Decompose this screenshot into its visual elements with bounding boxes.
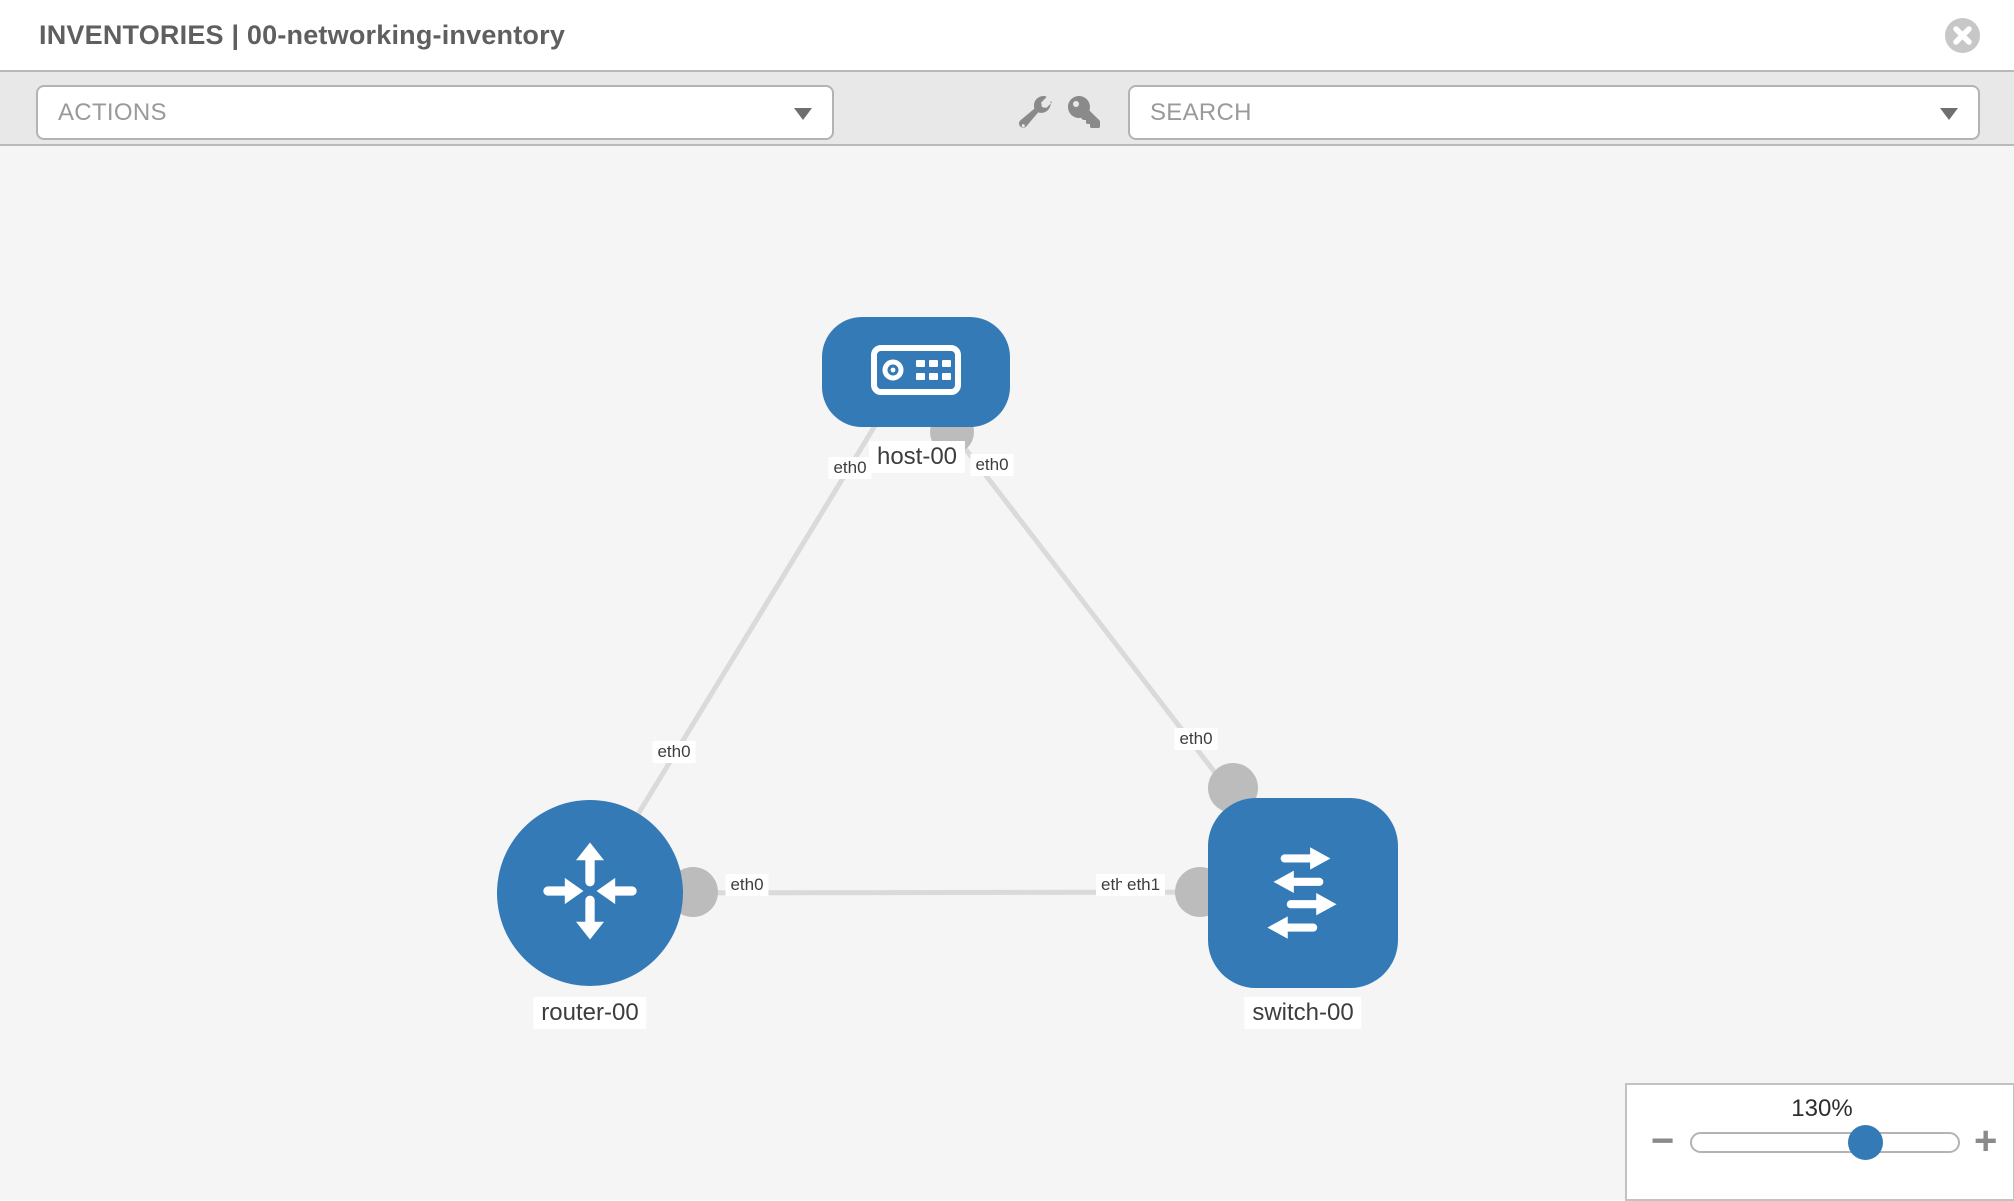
close-button[interactable]	[1944, 17, 1981, 54]
router-arrows-icon	[534, 835, 646, 952]
iface-label: eth0	[828, 457, 872, 479]
node-label-host: host-00	[868, 441, 966, 473]
zoom-slider-thumb[interactable]	[1848, 1125, 1883, 1160]
configure-button[interactable]	[1018, 96, 1055, 134]
topology-canvas[interactable]: eth0 eth0 eth0 eth0 eth0 eth0 eth1 host-…	[0, 146, 2014, 1200]
node-label-router: router-00	[533, 997, 647, 1029]
actions-dropdown[interactable]: ACTIONS	[36, 85, 834, 140]
node-switch-00[interactable]	[1208, 798, 1398, 988]
search-dropdown[interactable]: SEARCH	[1128, 85, 1980, 140]
credentials-button[interactable]	[1068, 96, 1104, 132]
switch-arrows-icon	[1242, 830, 1364, 957]
key-icon	[1068, 96, 1100, 132]
chevron-down-icon	[1940, 108, 1958, 120]
topology-links-layer	[587, 399, 1304, 917]
zoom-out-button[interactable]: −	[1651, 1119, 1675, 1163]
zoom-panel: 130% − +	[1625, 1083, 2014, 1201]
node-label-switch: switch-00	[1244, 997, 1362, 1029]
page-header: INVENTORIES | 00-networking-inventory	[0, 0, 2014, 70]
node-router-00[interactable]	[497, 800, 683, 986]
close-icon	[1944, 18, 1981, 58]
actions-dropdown-label: ACTIONS	[58, 98, 167, 126]
chevron-down-icon	[794, 108, 812, 120]
zoom-slider-track[interactable]	[1690, 1132, 1960, 1153]
iface-label: eth0	[652, 741, 696, 763]
iface-label: eth0	[970, 454, 1014, 476]
wrench-icon	[1018, 96, 1053, 134]
node-host-00[interactable]	[822, 317, 1010, 427]
search-dropdown-label: SEARCH	[1150, 98, 1252, 126]
host-server-icon	[856, 334, 976, 411]
zoom-in-button[interactable]: +	[1974, 1119, 1998, 1163]
toolbar: ACTIONS SEARCH	[0, 70, 2014, 146]
iface-label: eth0	[725, 874, 769, 896]
iface-label: eth1	[1122, 874, 1166, 896]
zoom-level-value: 130%	[1791, 1095, 1853, 1122]
link-host-router[interactable]	[587, 399, 893, 895]
page-title: INVENTORIES | 00-networking-inventory	[39, 20, 566, 50]
iface-label: eth0	[1174, 728, 1218, 750]
